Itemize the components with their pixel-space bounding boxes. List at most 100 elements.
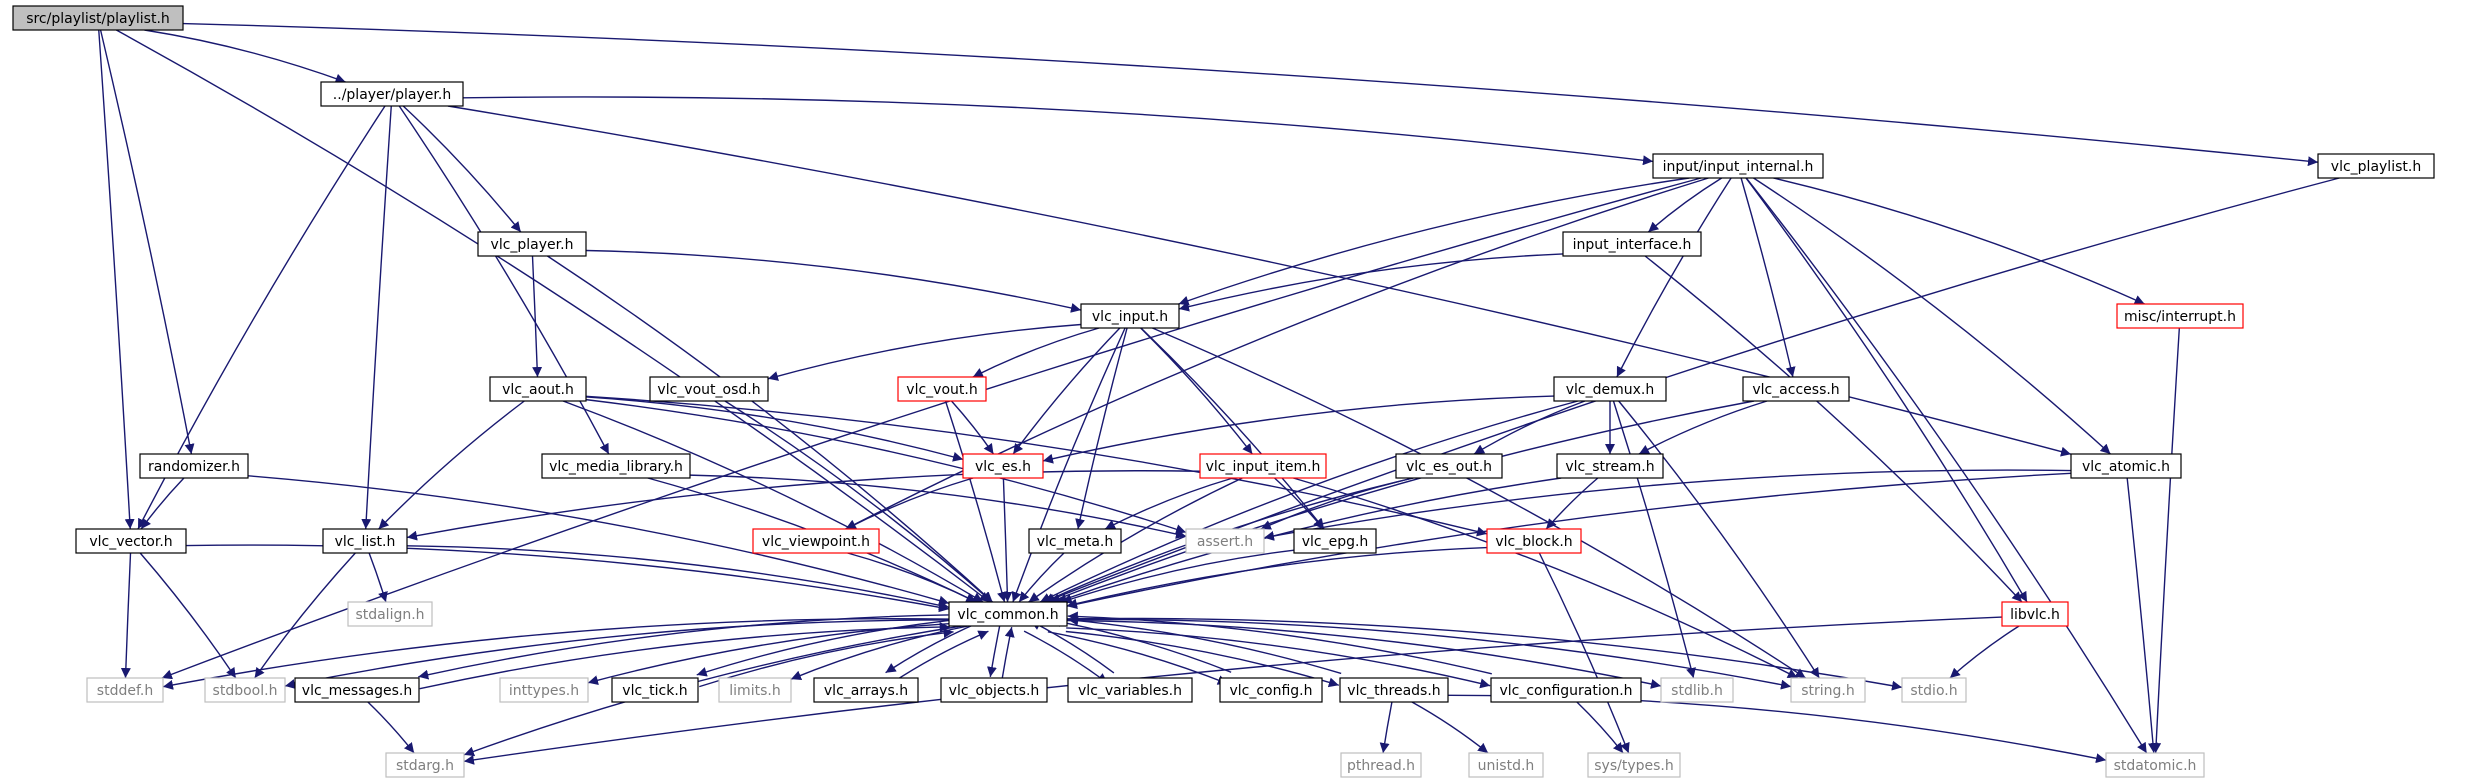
edge-vlc_demux_h-to-vlc_es_h	[1042, 395, 1555, 464]
node-vlc-input-h[interactable]: vlc_input.h	[1080, 303, 1180, 329]
edge-vlc_vout_osd_h-to-vlc_common_h	[724, 400, 993, 603]
node-vlc-playlist-h[interactable]: vlc_playlist.h	[2317, 153, 2435, 179]
edge-input_interface_h-to-libvlc_h	[1644, 255, 2023, 603]
node-vlc-access-h[interactable]: vlc_access.h	[1742, 376, 1850, 402]
node-vlc-atomic-h[interactable]: vlc_atomic.h	[2070, 453, 2182, 479]
node-vlc-messages-h[interactable]: vlc_messages.h	[294, 677, 420, 703]
node-vlc-variables-h[interactable]: vlc_variables.h	[1067, 677, 1193, 703]
edge-player_h-to-input_internal_h	[462, 96, 1654, 166]
edge-player_h-to-vlc_media_library_h	[398, 105, 610, 455]
node-vlc-vector-h[interactable]: vlc_vector.h	[75, 528, 187, 554]
edge-vlc_list_h-to-vlc_common_h	[406, 545, 950, 611]
edge-vlc_demux_h-to-string_h	[1618, 400, 1820, 679]
node-vlc-threads-h[interactable]: vlc_threads.h	[1339, 677, 1449, 703]
edge-input_internal_h-to-vlc_demux_h	[1616, 177, 1732, 378]
node-vlc-list-h[interactable]: vlc_list.h	[322, 528, 408, 554]
node-label: vlc_input.h	[1092, 309, 1168, 325]
node-vlc-configuration-h[interactable]: vlc_configuration.h	[1490, 677, 1642, 703]
edge-input_internal_h-to-input_interface_h	[1647, 177, 1723, 233]
edge-vlc_demux_h-to-stdlib_h	[1612, 400, 1696, 679]
node-box	[294, 677, 420, 703]
node-vlc-aout-h[interactable]: vlc_aout.h	[489, 376, 587, 402]
node-vlc-vout-osd-h[interactable]: vlc_vout_osd.h	[649, 376, 769, 402]
edge-vlc_player_h-to-vlc_aout_h	[531, 255, 543, 378]
edge-vlc_vector_h-to-stdbool_h	[139, 552, 237, 679]
edge-player_h-to-vlc_atomic_h	[447, 105, 2072, 457]
node-vlc-config-h[interactable]: vlc_config.h	[1219, 677, 1323, 703]
node-libvlc-h[interactable]: libvlc.h	[2001, 601, 2069, 627]
node-label: vlc_config.h	[1229, 683, 1312, 699]
node-vlc-tick-h[interactable]: vlc_tick.h	[611, 677, 699, 703]
node-label: vlc_playlist.h	[2331, 159, 2421, 175]
node-box	[1199, 453, 1327, 479]
node-input-internal-h[interactable]: input/input_internal.h	[1652, 153, 1824, 179]
node-vlc-meta-h[interactable]: vlc_meta.h	[1028, 528, 1122, 554]
edge-input_internal_h-to-vlc_access_h	[1740, 177, 1796, 378]
edge-vlc_viewpoint_h-to-vlc_common_h	[847, 552, 977, 603]
node-vlc-input-item-h[interactable]: vlc_input_item.h	[1199, 453, 1327, 479]
node-vlc-arrays-h[interactable]: vlc_arrays.h	[813, 677, 919, 703]
edge-vlc_list_h-to-stdbool_h	[254, 552, 356, 679]
edge-libvlc_h-to-stdarg_h	[463, 616, 2003, 765]
edge-vlc_common_h-to-stdarg_h	[463, 625, 962, 757]
node-vlc-player-h[interactable]: vlc_player.h	[477, 231, 587, 257]
node-vlc-media-library-h[interactable]: vlc_media_library.h	[541, 453, 691, 479]
node-vlc-stream-h[interactable]: vlc_stream.h	[1556, 453, 1664, 479]
node-label: sys/types.h	[1594, 758, 1673, 774]
edge-input_internal_h-to-stdatomic_h	[1745, 177, 2148, 754]
edge-vlc_es_h-to-vlc_viewpoint_h	[845, 477, 974, 530]
node-label: vlc_threads.h	[1347, 683, 1440, 699]
node-box	[752, 528, 880, 554]
node-vlc-es-h[interactable]: vlc_es.h	[962, 453, 1044, 479]
node-vlc-common-h[interactable]: vlc_common.h	[948, 601, 1068, 627]
node-label: limits.h	[729, 683, 780, 699]
node-label: src/playlist/playlist.h	[26, 11, 170, 27]
node-input-interface-h[interactable]: input_interface.h	[1562, 231, 1702, 257]
node-box	[1185, 528, 1265, 554]
node-vlc-vout-h[interactable]: vlc_vout.h	[897, 376, 987, 402]
edges-layer	[98, 22, 2340, 765]
node-box	[1028, 528, 1122, 554]
node-box	[1901, 677, 1967, 703]
node-label: input/input_internal.h	[1663, 159, 1814, 175]
node-label: vlc_variables.h	[1078, 683, 1182, 699]
node-label: vlc_demux.h	[1566, 382, 1655, 398]
node-stdalign-h: stdalign.h	[347, 601, 433, 627]
edge-vlc_input_item_h-to-vlc_list_h	[406, 470, 1201, 541]
node-vlc-demux-h[interactable]: vlc_demux.h	[1553, 376, 1667, 402]
edge-misc_interrupt_h-to-stdatomic_h	[2151, 327, 2181, 754]
node-misc-interrupt-h[interactable]: misc/interrupt.h	[2116, 303, 2244, 329]
edge-vlc_player_h-to-vlc_input_h	[585, 249, 1082, 313]
node-stdbool-h: stdbool.h	[204, 677, 286, 703]
node-box	[1562, 231, 1702, 257]
edge-input_internal_h-to-vlc_atomic_h	[1753, 177, 2111, 455]
node-box	[1468, 752, 1544, 778]
node-vlc-es-out-h[interactable]: vlc_es_out.h	[1395, 453, 1503, 479]
edge-vlc_atomic_h-to-vlc_common_h	[1066, 472, 2072, 609]
edge-vlc_tick_h-to-vlc_common_h	[699, 628, 954, 688]
node-playlist-h[interactable]: src/playlist/playlist.h	[12, 5, 184, 31]
node-box	[139, 453, 249, 479]
node-player-h[interactable]: ../player/player.h	[320, 81, 464, 107]
node-label: vlc_input_item.h	[1206, 459, 1321, 475]
edge-vlc_list_h-to-stdalign_h	[368, 552, 388, 603]
node-vlc-objects-h[interactable]: vlc_objects.h	[940, 677, 1048, 703]
edge-vlc_input_h-to-vlc_vout_osd_h	[767, 323, 1082, 381]
node-label: vlc_aout.h	[502, 382, 574, 398]
node-vlc-viewpoint-h[interactable]: vlc_viewpoint.h	[752, 528, 880, 554]
node-box	[2001, 601, 2069, 627]
node-randomizer-h[interactable]: randomizer.h	[139, 453, 249, 479]
node-vlc-block-h[interactable]: vlc_block.h	[1486, 528, 1582, 554]
edge-vlc_common_h-to-vlc_messages_h	[418, 614, 949, 680]
node-vlc-epg-h[interactable]: vlc_epg.h	[1293, 528, 1377, 554]
edge-vlc_threads_h-to-pthread_h	[1379, 701, 1393, 754]
edge-vlc_configuration_h-to-sys_types_h	[1576, 701, 1624, 754]
edge-vlc_stream_h-to-vlc_block_h	[1545, 477, 1599, 530]
node-box	[1556, 453, 1664, 479]
edge-player_h-to-vlc_player_h	[402, 105, 522, 233]
edge-vlc_common_h-to-vlc_threads_h	[1065, 630, 1340, 688]
node-label: randomizer.h	[148, 459, 240, 475]
edge-vlc_vout_h-to-vlc_common_h	[944, 400, 1007, 603]
node-box	[649, 376, 769, 402]
edge-vlc_aout_h-to-vlc_es_h	[585, 396, 964, 462]
